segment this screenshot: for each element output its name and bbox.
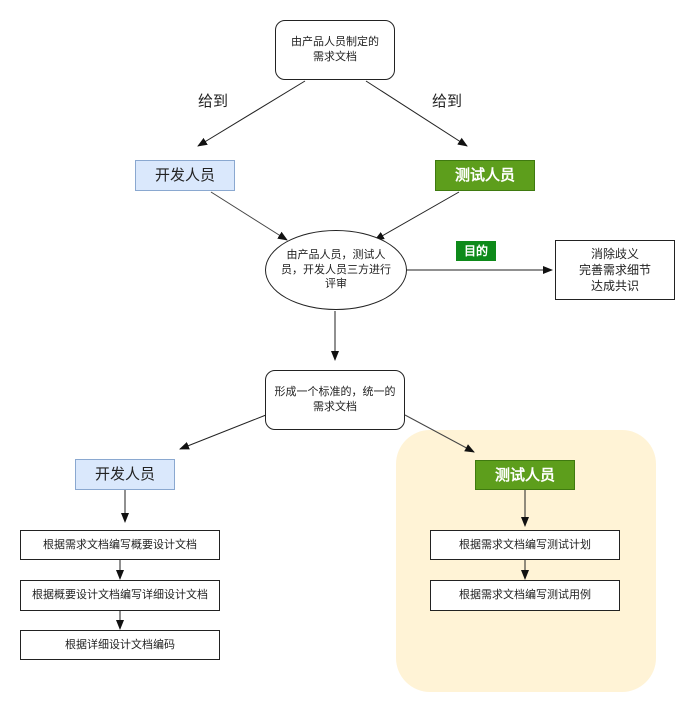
tri-party-review: 由产品人员，测试人员，开发人员三方进行评审 [265,230,407,310]
edge-standard-to-test [404,414,475,453]
edge-doc-to-dev [197,80,306,147]
dev-step-outline-design: 根据需求文档编写概要设计文档 [20,530,220,560]
edge-dev-to-review [210,191,288,241]
edge-doc-to-test [365,80,468,147]
tester-top: 测试人员 [435,160,535,191]
test-step-test-cases: 根据需求文档编写测试用例 [430,580,620,611]
give-right-label: 给到 [432,92,463,110]
standard-requirement-doc: 形成一个标准的，统一的需求文档 [265,370,405,430]
purpose-description: 消除歧义 完善需求细节 达成共识 [555,240,675,300]
developer-bottom: 开发人员 [75,459,175,490]
dev-step-detailed-design: 根据概要设计文档编写详细设计文档 [20,580,220,611]
dev-step-coding: 根据详细设计文档编码 [20,630,220,660]
purpose-badge: 目的 [456,241,496,261]
give-left-label: 给到 [198,92,229,110]
tester-bottom: 测试人员 [475,460,575,490]
edge-standard-to-dev [179,414,267,450]
test-step-test-plan: 根据需求文档编写测试计划 [430,530,620,560]
edge-test-to-review [374,191,460,241]
product-requirement-doc: 由产品人员制定的 需求文档 [275,20,395,80]
developer-top: 开发人员 [135,160,235,191]
